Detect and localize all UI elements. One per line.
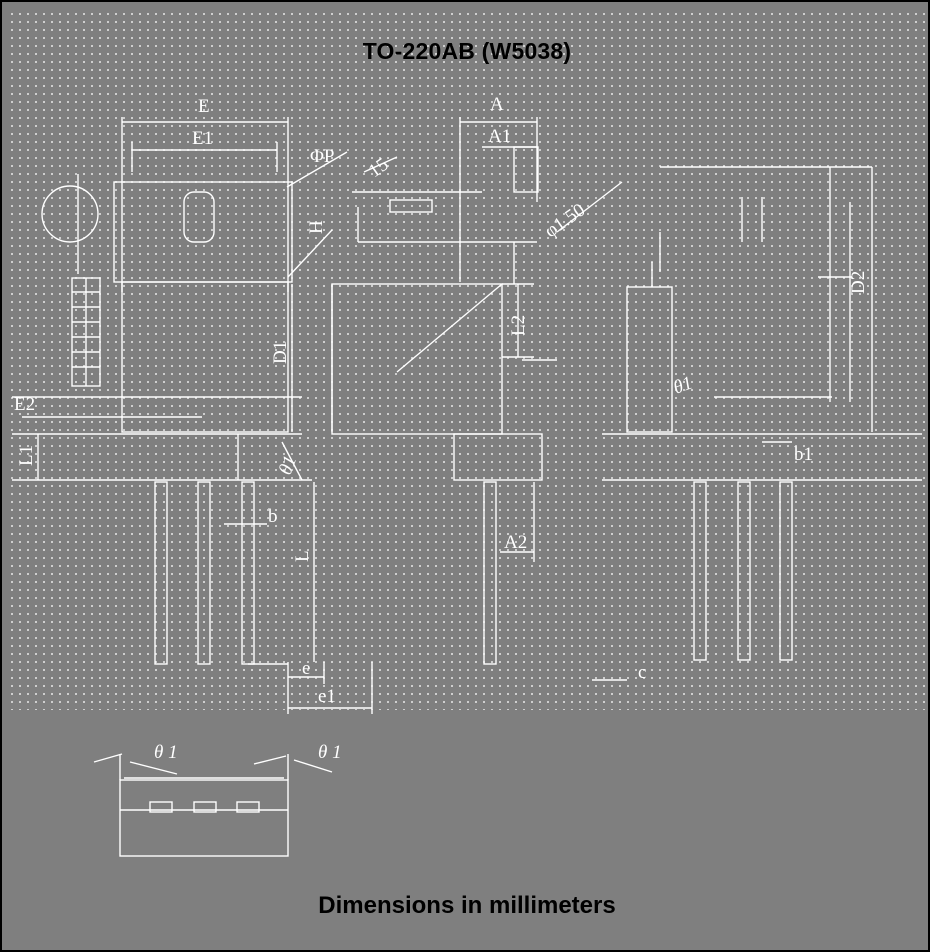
label-L: L (292, 550, 313, 562)
label-theta1-front: θ1 (275, 453, 301, 478)
label-D2: D2 (848, 271, 869, 294)
label-e: e (302, 658, 310, 679)
dotted-background (8, 10, 928, 710)
label-phi-P: ΦP (310, 146, 334, 167)
label-15: 15 (365, 154, 393, 182)
label-E2: E2 (14, 394, 35, 415)
label-theta1-right: θ 1 (318, 742, 342, 763)
label-theta1-rear: θ1 (671, 373, 696, 399)
label-A1: A1 (488, 126, 511, 147)
label-D1: D1 (270, 341, 291, 364)
label-phi-1-50: φ1.50 (541, 200, 589, 243)
label-b1: b1 (794, 444, 813, 465)
label-A2: A2 (504, 532, 527, 553)
label-E1: E1 (192, 128, 213, 149)
label-b: b (268, 506, 278, 527)
label-L1: L1 (16, 445, 37, 466)
drawing-title: TO-220AB (W5038) (362, 38, 572, 64)
rear-view (602, 166, 922, 661)
lead-bend-detail (93, 753, 333, 857)
label-A: A (490, 94, 504, 115)
label-E: E (198, 96, 210, 117)
label-e1: e1 (318, 686, 336, 707)
label-L2: L2 (508, 315, 529, 336)
label-H: H (306, 220, 327, 234)
label-theta1-left: θ 1 (154, 742, 178, 763)
front-view (12, 117, 373, 714)
units-note: Dimensions in millimeters (318, 892, 616, 919)
side-view (331, 117, 627, 681)
label-c: c (638, 662, 646, 683)
